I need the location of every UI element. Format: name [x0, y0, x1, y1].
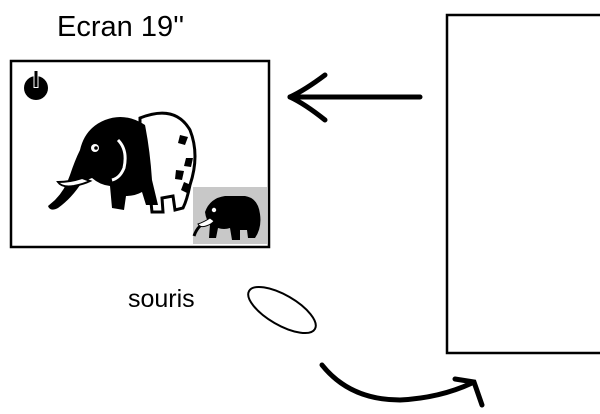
mouse-icon: [247, 285, 317, 335]
pc-box: [445, 13, 600, 355]
screen-label: Ecran 19'': [57, 11, 185, 43]
pc-to-screen-arrow: [287, 72, 423, 123]
elephant-thumbnail-icon: [192, 187, 267, 244]
elephant-icon: [48, 111, 197, 214]
mouse-to-pc-arrow: [319, 362, 485, 408]
mouse-label: souris: [128, 285, 195, 313]
power-icon: [24, 71, 48, 100]
